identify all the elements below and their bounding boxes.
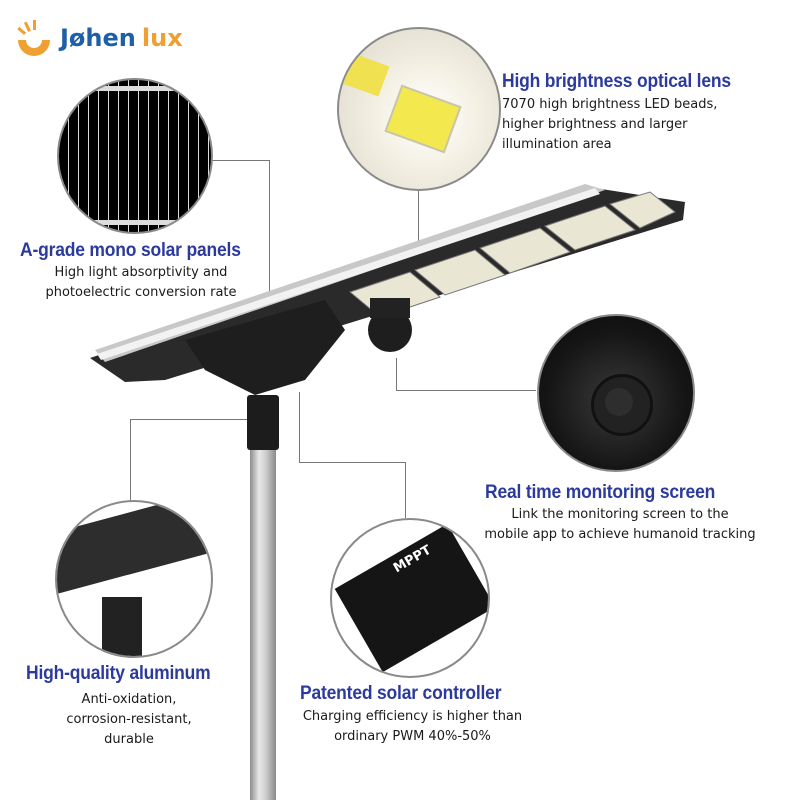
leader-line-controller-h (299, 462, 405, 463)
feature-desc-camera: Link the monitoring screen to the mobile… (484, 507, 756, 542)
feature-title-camera: Real time monitoring screen (485, 482, 716, 503)
lamp-pole (250, 445, 276, 800)
ptz-camera-image (537, 314, 695, 472)
brand-logo: Jøhen lux (14, 18, 183, 58)
leader-line-solar (212, 160, 270, 161)
feature-title-controller: Patented solar controller (300, 683, 502, 704)
leader-line-aluminum-v (130, 419, 131, 501)
leader-line-camera-v (396, 358, 397, 390)
led-bead-image (337, 27, 501, 191)
feature-title-lens: High brightness optical lens (502, 71, 731, 92)
feature-desc-aluminum: Anti-oxidation, corrosion-resistant, dur… (66, 692, 192, 747)
leader-line-controller-v1 (299, 392, 300, 462)
mppt-controller-image: MPPT (330, 518, 490, 678)
leader-line-aluminum-h (130, 419, 250, 420)
feature-desc-controller: Charging efficiency is higher than ordin… (302, 709, 523, 744)
leader-line-lens (418, 190, 419, 270)
feature-title-solar: A-grade mono solar panels (20, 240, 241, 261)
brand-name-part2: lux (141, 24, 183, 52)
brand-name-part1: Jøhen (60, 24, 136, 52)
feature-title-aluminum: High-quality aluminum (26, 663, 211, 684)
sun-logo-icon (17, 20, 50, 56)
leader-line-camera-h (396, 390, 536, 391)
leader-line-controller-v2 (405, 462, 406, 518)
leader-line-solar-v (269, 160, 270, 300)
aluminum-bracket-image (55, 500, 213, 658)
solar-cell-image (57, 78, 213, 234)
feature-desc-solar: High light absorptivity and photoelectri… (45, 265, 237, 300)
pole-sleeve (247, 395, 279, 450)
street-lamp-head (90, 184, 685, 395)
feature-desc-lens: 7070 high brightness LED beads, higher b… (502, 97, 718, 152)
